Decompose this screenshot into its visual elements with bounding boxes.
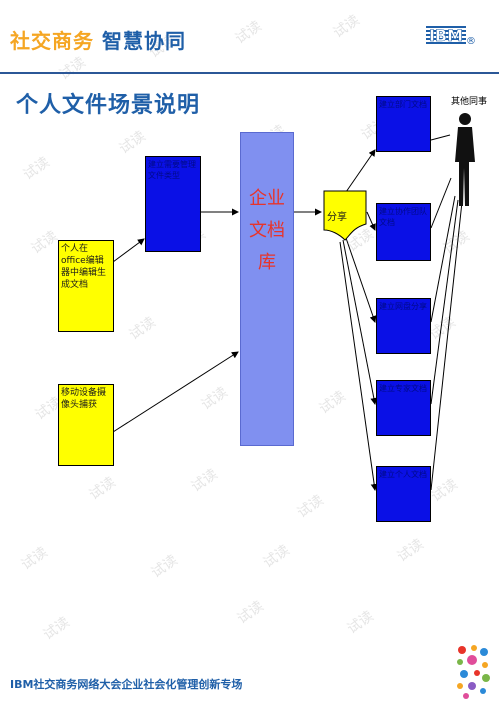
link-target-2-to-colleague — [430, 177, 452, 229]
link-target-3-to-colleague — [430, 195, 456, 323]
share-document-shape — [323, 190, 367, 241]
target-label-1: 建立部门文档 — [379, 100, 427, 109]
link-target-4-to-colleague — [430, 199, 459, 405]
header-title-sub: 智慧协同 — [101, 29, 186, 53]
header-title: 社交商务 智慧协同 — [10, 25, 186, 54]
arrow-share-to-target-1 — [345, 149, 376, 193]
colleague-label: 其他同事 — [451, 97, 488, 107]
page-title: 个人文件场景说明 — [16, 93, 201, 118]
target-box-4: 建立专家文档 — [376, 380, 431, 436]
target-box-2: 建立协作团队文档 — [376, 203, 431, 261]
target-label-2: 建立协作团队文档 — [379, 207, 427, 227]
target-box-5: 建立个人文档 — [376, 466, 431, 522]
source-office-editor: 个人在office编辑器中编辑生成文档 — [58, 240, 114, 332]
header-title-main: 社交商务 — [10, 29, 94, 53]
arrow-office-to-intake — [112, 238, 145, 263]
source-mobile-camera: 移动设备摄像头捕获 — [58, 384, 114, 466]
person-icon — [455, 113, 475, 206]
ibm-logo-text: IBM — [429, 26, 463, 45]
target-box-3: 建立网盘分享 — [376, 298, 431, 354]
arrow-mobile-to-repo — [112, 351, 239, 433]
arrow-share-to-target-3 — [345, 237, 377, 323]
intake-file-type-box: 建立需要管理文件类型 — [145, 156, 201, 252]
header-divider — [0, 72, 499, 74]
arrow-share-to-target-5 — [339, 241, 378, 491]
ibm-registered-mark: ® — [466, 36, 476, 47]
link-target-1-to-colleague — [430, 134, 451, 141]
target-label-3: 建立网盘分享 — [379, 302, 427, 311]
target-label-5: 建立个人文档 — [379, 470, 427, 479]
enterprise-repository: 企业文档库 — [240, 132, 294, 446]
target-label-4: 建立专家文档 — [379, 384, 427, 393]
share-label: 分享 — [327, 212, 347, 223]
source-office-label: 个人在office编辑器中编辑生成文档 — [61, 244, 107, 290]
event-logo-icon — [457, 645, 490, 699]
link-target-5-to-colleague — [430, 201, 463, 491]
intake-file-type-label: 建立需要管理文件类型 — [148, 160, 196, 180]
footer-text: IBM社交商务网络大会企业社会化管理创新专场 — [10, 678, 243, 691]
arrow-share-to-target-4 — [342, 239, 378, 405]
target-box-1: 建立部门文档 — [376, 96, 431, 152]
ibm-logo: IBM — [426, 26, 466, 45]
repository-label: 企业文档库 — [249, 188, 285, 273]
source-mobile-label: 移动设备摄像头捕获 — [61, 388, 107, 410]
arrow-share-to-target-2 — [366, 211, 376, 231]
